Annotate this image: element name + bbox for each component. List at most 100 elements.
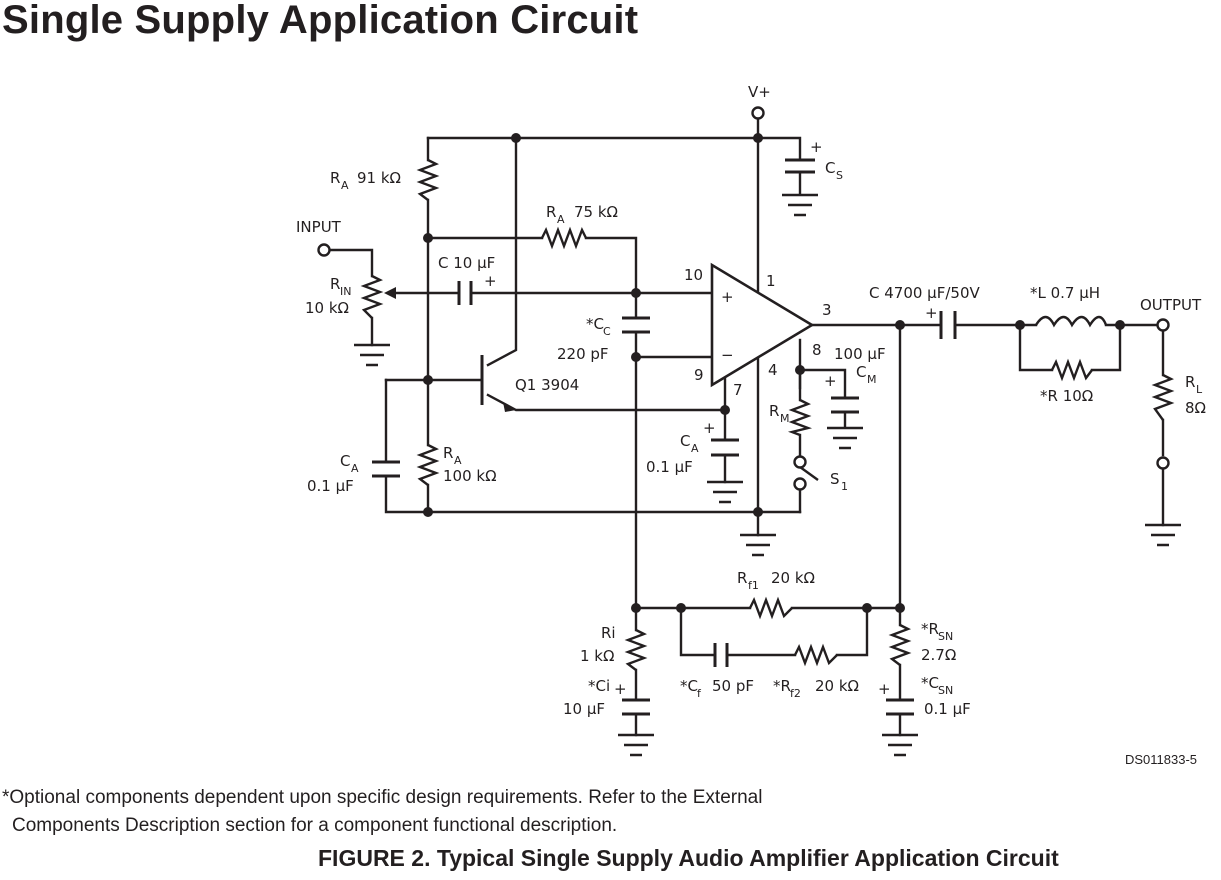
resistor-rf1 (748, 596, 793, 620)
label-ra-91k-sub: A (341, 179, 349, 192)
junction-dot (753, 133, 763, 143)
capacitor-ci (622, 698, 650, 716)
label-r10: *R 10Ω (1040, 387, 1093, 405)
capacitor-csn (886, 698, 914, 716)
label-c10: C 10 μF (438, 254, 495, 272)
q1-emitter-arrow (503, 402, 516, 412)
terminal-output (1156, 318, 1170, 332)
label-s1-sub: 1 (841, 480, 848, 493)
wire-cf-branch (679, 606, 717, 657)
label-rf1-sub: f1 (748, 579, 759, 592)
label-cs-sub: S (836, 169, 843, 182)
junction-dot (895, 320, 905, 330)
label-rsn-sub: SN (938, 630, 953, 643)
terminal-vplus (751, 106, 765, 120)
ground-symbol-cs (782, 193, 818, 217)
resistors (360, 158, 1175, 671)
label-ra-75k-sub: A (557, 213, 565, 226)
op-amp-triangle (710, 262, 815, 388)
footnote: *Optional components dependent upon spec… (2, 784, 762, 840)
junction-dot (1115, 320, 1125, 330)
label-cc: *C (586, 315, 604, 333)
terminal-input (317, 243, 331, 257)
label-pin4: 4 (768, 361, 778, 379)
label-vplus: V+ (748, 83, 771, 101)
ci-plus: + (614, 680, 627, 698)
label-ra-91k: R (330, 169, 340, 187)
label-rf2-value: 20 kΩ (815, 677, 859, 695)
csn-plus: + (878, 680, 891, 698)
switch-s1-top-contact (793, 455, 807, 469)
wire-r10-loop (1018, 323, 1054, 372)
label-cf-sub: f (697, 687, 702, 700)
label-ra-75k-value: 75 kΩ (574, 203, 618, 221)
wire-ra75-right (584, 236, 638, 320)
figure-caption: FIGURE 2. Typical Single Supply Audio Am… (318, 845, 1059, 871)
label-l: *L 0.7 μH (1030, 284, 1100, 302)
switch-s1-bottom-contact (793, 477, 807, 491)
terminal-rl-bottom (1156, 456, 1170, 470)
capacitor-c4700 (939, 311, 957, 339)
label-rin: R (330, 275, 340, 293)
junction-dot (423, 375, 433, 385)
resistor-rm (787, 398, 813, 437)
capacitor-ca-mid (711, 438, 739, 457)
label-rf2-sub: f2 (790, 687, 801, 700)
wire-cm (798, 368, 847, 400)
label-ra-100k: R (443, 444, 453, 462)
label-cc-value: 220 pF (557, 345, 609, 363)
resistor-rsn (888, 623, 912, 666)
wires (329, 116, 1165, 737)
drawing-id: DS011833-5 (1125, 752, 1198, 767)
label-rsn: *R (921, 620, 939, 638)
wire-q1-collector (486, 136, 518, 367)
label-csn: *C (921, 674, 939, 692)
cs-plus: + (810, 138, 823, 156)
rin-wiper-arrow (384, 287, 396, 299)
label-rf1: R (737, 569, 747, 587)
wire-ca-left-bottom (384, 474, 802, 514)
label-cm: C (856, 363, 866, 381)
label-ca-left-sub: A (351, 462, 359, 475)
capacitor-cc (622, 316, 650, 334)
label-cc-sub: C (603, 325, 611, 338)
wire-cs-top (756, 136, 802, 162)
capacitor-cm (831, 396, 859, 414)
label-s1: S (830, 470, 840, 488)
junction-dot (631, 352, 641, 362)
label-cm-sub: M (867, 373, 877, 386)
label-cm-value: 100 μF (834, 345, 886, 363)
label-ri-value: 1 kΩ (580, 647, 614, 665)
label-ra-91k-value: 91 kΩ (357, 169, 401, 187)
junction-dot (631, 288, 641, 298)
c10-plus: + (484, 272, 497, 290)
component-labels: V+ C S R A 91 kΩ R A 75 kΩ INPUT C 10 μF… (296, 83, 1206, 718)
label-output: OUTPUT (1140, 296, 1202, 314)
wire-q1-emitter (486, 373, 727, 412)
resistor-rin (360, 274, 384, 319)
ground-symbol-ca-mid (707, 480, 743, 504)
capacitor-cs (785, 158, 815, 174)
label-ri: Ri (601, 624, 616, 642)
footnote-line-1: *Optional components dependent upon spec… (2, 787, 763, 808)
label-ra-75k: R (546, 203, 556, 221)
wire-input (329, 248, 374, 278)
ground-symbol-main (740, 533, 776, 557)
junction-dot (753, 507, 763, 517)
label-cs: C (825, 159, 835, 177)
label-rm: R (769, 402, 779, 420)
label-rin-sub: IN (340, 285, 351, 298)
resistor-ri (624, 628, 648, 671)
junction-dot (895, 603, 905, 613)
label-pin3: 3 (822, 301, 832, 319)
label-ca-left-value: 0.1 μF (307, 477, 354, 495)
capacitor-cf (713, 643, 729, 667)
capacitor-c10 (457, 281, 473, 305)
label-pin7: 7 (733, 381, 743, 399)
label-ci-value: 10 μF (563, 700, 605, 718)
resistor-r10 (1050, 358, 1093, 382)
resistor-ra-91k (416, 158, 440, 201)
label-rin-value: 10 kΩ (305, 299, 349, 317)
ground-symbol-output (1145, 523, 1181, 547)
capacitors (372, 158, 957, 716)
